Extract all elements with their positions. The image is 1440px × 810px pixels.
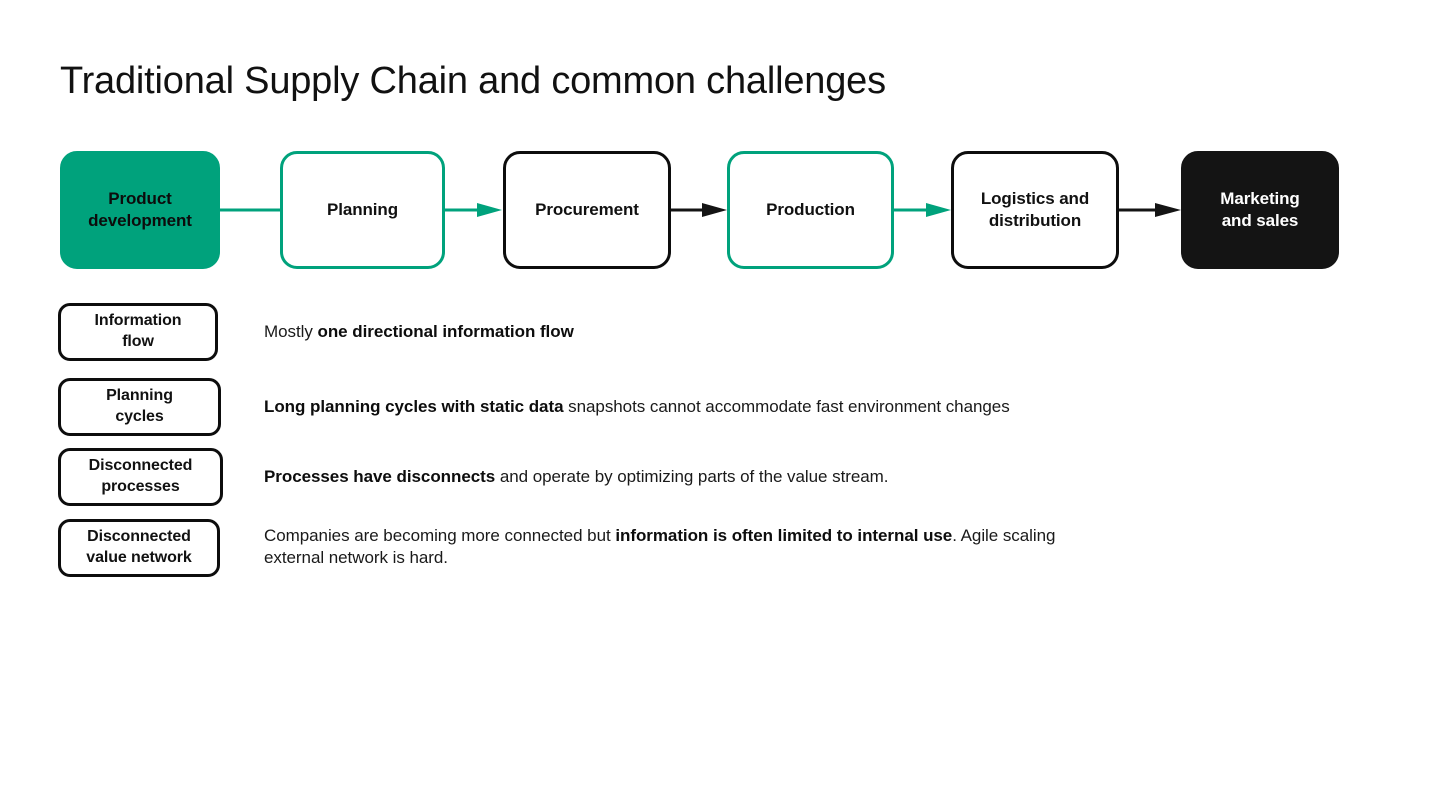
chip-line-2: flow <box>122 333 154 350</box>
page-title: Traditional Supply Chain and common chal… <box>60 60 886 102</box>
desc-bold: Long planning cycles with static data <box>264 397 564 416</box>
node-line-2: distribution <box>988 211 1082 230</box>
process-node-product-development[interactable]: Product development <box>60 151 220 269</box>
challenge-description: Companies are becoming more connected bu… <box>264 525 1074 570</box>
process-node-label: Procurement <box>535 200 639 220</box>
chip-line-1: Disconnected <box>87 528 191 546</box>
process-chain: Product development Planning Procurement… <box>60 151 1345 269</box>
process-node-production[interactable]: Production <box>727 151 894 269</box>
desc-pre: Mostly <box>264 322 318 341</box>
chip-line-2: value network <box>86 549 192 566</box>
challenge-description: Mostly one directional information flow <box>264 321 574 343</box>
process-node-marketing-and-sales[interactable]: Marketing and sales <box>1181 151 1339 269</box>
process-node-planning[interactable]: Planning <box>280 151 445 269</box>
connector-arrow-5 <box>1119 202 1181 218</box>
desc-pre: Companies are becoming more connected bu… <box>264 526 616 545</box>
challenge-chip-planning-cycles[interactable]: Planning cycles <box>58 378 221 436</box>
chip-label: Disconnected processes <box>89 456 193 498</box>
challenge-description: Long planning cycles with static data sn… <box>264 396 1010 418</box>
challenge-chip-disconnected-value-network[interactable]: Disconnected value network <box>58 519 220 577</box>
chip-line-1: Disconnected <box>88 457 193 475</box>
node-line-2: development <box>88 211 192 230</box>
process-node-label: Marketing and sales <box>1220 188 1300 232</box>
process-node-label: Product development <box>88 188 192 232</box>
connector-arrow-4 <box>894 202 951 218</box>
node-line-1: Logistics and <box>980 189 1090 209</box>
chip-line-1: Planning <box>106 387 173 405</box>
connector-arrow-2 <box>445 202 502 218</box>
process-node-label: Production <box>766 200 855 220</box>
chip-label: Planning cycles <box>106 386 173 428</box>
process-node-label: Logistics and distribution <box>981 188 1089 232</box>
challenge-chip-information-flow[interactable]: Information flow <box>58 303 218 361</box>
desc-bold: Processes have disconnects <box>264 467 496 486</box>
process-node-procurement[interactable]: Procurement <box>503 151 671 269</box>
connector-arrow-3 <box>671 202 727 218</box>
process-node-logistics-and-distribution[interactable]: Logistics and distribution <box>951 151 1119 269</box>
desc-post: snapshots cannot accommodate fast enviro… <box>563 397 1010 416</box>
chip-line-2: cycles <box>115 408 164 425</box>
chip-label: Information flow <box>95 311 182 353</box>
desc-bold: one directional information flow <box>317 322 574 341</box>
chip-line-2: processes <box>101 478 180 495</box>
process-node-label: Planning <box>327 200 398 220</box>
chip-line-1: Information <box>94 312 182 330</box>
node-line-2: and sales <box>1221 211 1299 230</box>
node-line-1: Product <box>108 189 172 209</box>
desc-post: and operate by optimizing parts of the v… <box>495 467 889 486</box>
desc-post: . Agile scaling external network is hard… <box>264 526 1056 568</box>
desc-bold: information is often limited to internal… <box>615 526 953 545</box>
challenge-chip-disconnected-processes[interactable]: Disconnected processes <box>58 448 223 506</box>
challenge-description: Processes have disconnects and operate b… <box>264 466 889 488</box>
chip-label: Disconnected value network <box>86 527 192 569</box>
node-line-1: Marketing <box>1220 189 1300 209</box>
